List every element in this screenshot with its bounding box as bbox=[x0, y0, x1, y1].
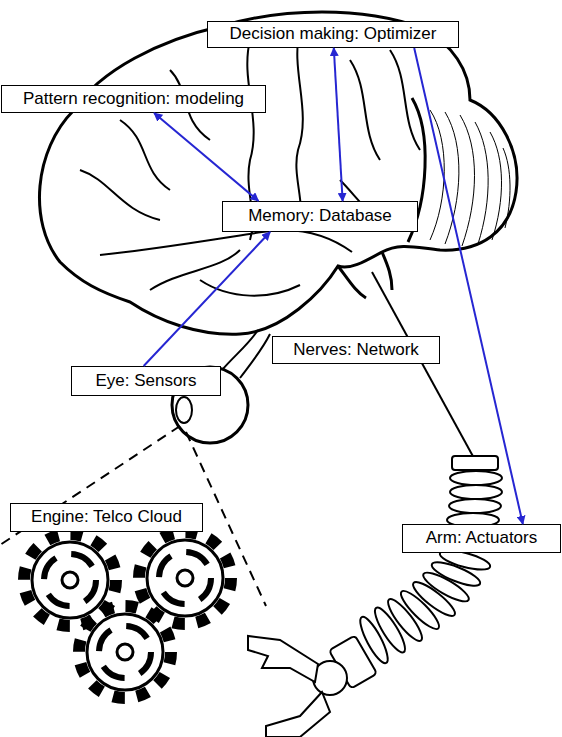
brain-outline bbox=[39, 12, 517, 334]
gear-rim bbox=[87, 614, 163, 690]
gear bbox=[79, 606, 171, 698]
brain-sulci bbox=[80, 30, 420, 296]
label-text: Memory: Database bbox=[248, 207, 392, 226]
gear-teeth bbox=[79, 606, 171, 698]
label-text: Arm: Actuators bbox=[426, 529, 537, 548]
claw-lower-jaw bbox=[266, 692, 330, 737]
gear-window bbox=[99, 626, 151, 678]
bellows-ring bbox=[450, 485, 502, 499]
gear-rim bbox=[32, 542, 108, 618]
bellows-ring bbox=[449, 499, 501, 513]
gear-window bbox=[44, 554, 96, 606]
gear-hub bbox=[62, 572, 78, 588]
label-text: Engine: Telco Cloud bbox=[31, 508, 182, 527]
label-text: Eye: Sensors bbox=[95, 372, 196, 391]
brain-stem bbox=[338, 252, 392, 298]
connector-arrow bbox=[144, 232, 270, 366]
robot-arm bbox=[248, 456, 502, 737]
gear-hub bbox=[117, 644, 133, 660]
connector-arrow bbox=[334, 48, 343, 201]
connector-arrow bbox=[414, 48, 523, 524]
label-box: Pattern recognition: modeling bbox=[1, 85, 266, 113]
gear-rim bbox=[147, 540, 223, 616]
gear bbox=[24, 534, 116, 626]
label-box: Decision making: Optimizer bbox=[207, 21, 459, 48]
gear-hub bbox=[177, 570, 193, 586]
cerebellum-hatch bbox=[430, 110, 510, 246]
label-box: Engine: Telco Cloud bbox=[10, 503, 203, 532]
label-box: Nerves: Network bbox=[272, 336, 440, 364]
arm-cap bbox=[452, 456, 498, 470]
bellows-ring bbox=[450, 471, 502, 485]
claw-upper-jaw bbox=[248, 636, 318, 682]
label-box: Arm: Actuators bbox=[402, 524, 561, 553]
label-text: Decision making: Optimizer bbox=[230, 25, 437, 44]
gear-teeth bbox=[24, 534, 116, 626]
label-text: Nerves: Network bbox=[293, 341, 419, 360]
connector-arrow bbox=[154, 113, 258, 201]
gear-window bbox=[159, 552, 211, 604]
nerve-line bbox=[372, 272, 475, 460]
label-box: Eye: Sensors bbox=[71, 366, 221, 396]
label-box: Memory: Database bbox=[222, 201, 418, 232]
pupil bbox=[176, 397, 192, 423]
label-text: Pattern recognition: modeling bbox=[23, 90, 244, 109]
